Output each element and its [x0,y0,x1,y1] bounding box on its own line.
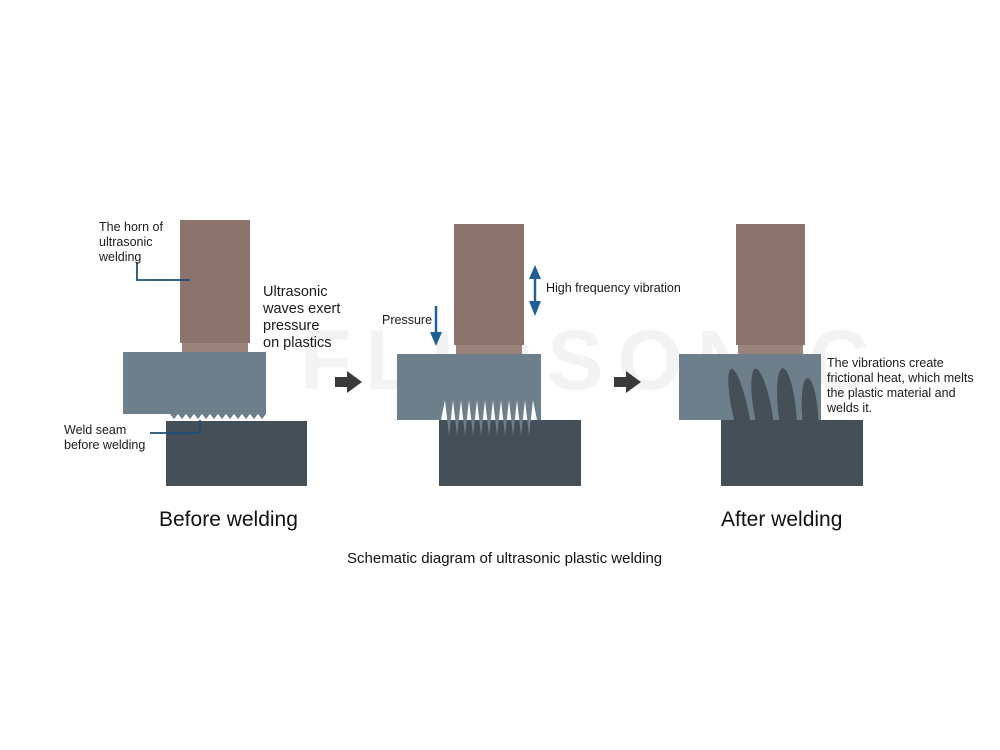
horn-tip-after [738,345,803,354]
flow-arrow-2 [614,371,641,393]
vibration-arrow [529,265,541,316]
horn-during [454,224,524,345]
upper-plastic-after [679,354,821,420]
horn-after [736,224,805,345]
stage-during [397,224,581,486]
pressure-description: Ultrasonic waves exert pressure on plast… [263,284,341,351]
vibration-label: High frequency vibration [546,281,681,295]
pressure-label: Pressure [382,313,433,327]
stage-after [679,224,863,486]
horn-pointer-line [136,262,190,281]
pressure-arrow [430,306,442,346]
horn-tip-during [456,345,522,354]
upper-plastic-before [123,352,266,419]
horn-label: The horn of ultrasonic welding [99,220,163,264]
diagram-title: Schematic diagram of ultrasonic plastic … [347,550,663,567]
weld-seam-label: Weld seam before welding [64,423,146,452]
horn-before [180,220,250,343]
weld-seam-pointer-line [150,420,201,434]
caption-after: After welding [721,508,843,531]
horn-tip-before [182,343,248,352]
flow-arrow-1 [335,371,362,393]
stage-before [123,220,307,486]
lower-plastic-during [439,420,581,486]
result-description: The vibrations create frictional heat, w… [827,356,974,415]
lower-plastic-before [166,421,307,486]
caption-before: Before welding [159,508,298,531]
melted-streaks [721,368,821,456]
upper-plastic-during [397,354,541,436]
